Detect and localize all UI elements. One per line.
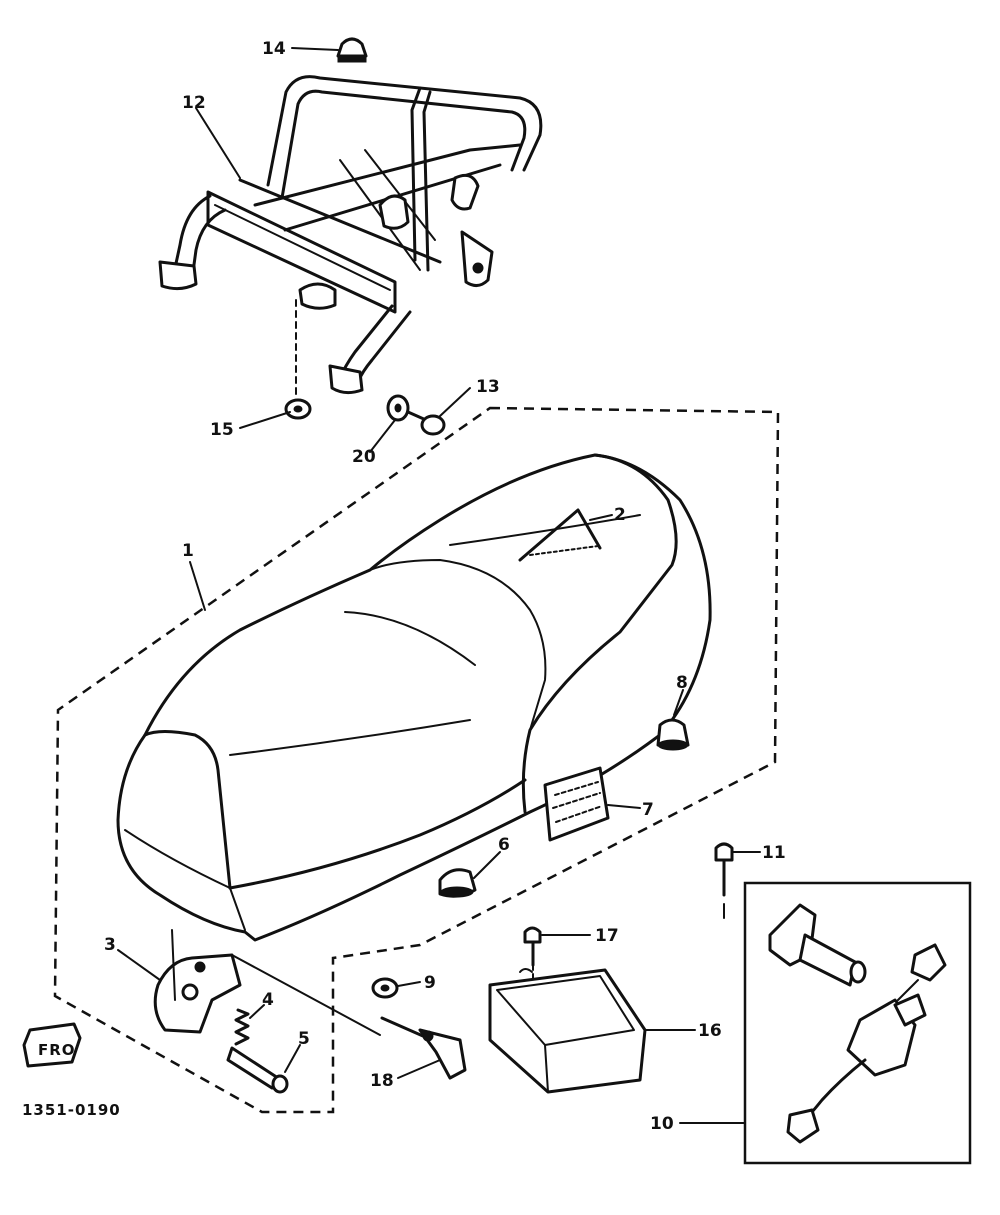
callout-9: 9 bbox=[424, 973, 436, 993]
callout-7: 7 bbox=[642, 800, 654, 820]
lock-assembly-box bbox=[743, 881, 972, 1165]
tool-box-16 bbox=[488, 968, 647, 1094]
callout-8: 8 bbox=[676, 673, 688, 693]
callout-4: 4 bbox=[262, 990, 274, 1010]
damper-6 bbox=[438, 868, 477, 898]
leader-lines bbox=[117, 47, 761, 1124]
callout-18: 18 bbox=[370, 1071, 394, 1091]
cap-nut-14 bbox=[336, 37, 368, 63]
seat-assembly-boundary bbox=[53, 406, 780, 1114]
spring-4 bbox=[234, 1008, 250, 1046]
nut-15 bbox=[284, 299, 312, 420]
catalog-code: 1351-0190 bbox=[22, 1101, 121, 1119]
callout-12: 12 bbox=[182, 93, 206, 113]
callout-3: 3 bbox=[104, 935, 116, 955]
lock-assembly bbox=[768, 903, 947, 1144]
seat-lock-hook bbox=[153, 929, 381, 1036]
callout-13: 13 bbox=[476, 377, 500, 397]
callout-5: 5 bbox=[298, 1029, 310, 1049]
bolt-13-washer-20 bbox=[386, 394, 446, 436]
callout-15: 15 bbox=[210, 420, 234, 440]
pin-5 bbox=[226, 1046, 289, 1094]
front-direction-badge: FRO bbox=[22, 1022, 82, 1068]
callout-17: 17 bbox=[595, 926, 619, 946]
callout-11: 11 bbox=[762, 843, 786, 863]
callout-16: 16 bbox=[698, 1021, 722, 1041]
damper-8 bbox=[656, 718, 690, 751]
bolt-11 bbox=[714, 842, 734, 919]
hook-18 bbox=[380, 1016, 467, 1080]
callout-1: 1 bbox=[182, 541, 194, 561]
callout-20: 20 bbox=[352, 447, 376, 467]
callout-14: 14 bbox=[262, 39, 286, 59]
grab-rail bbox=[158, 75, 543, 395]
seat bbox=[116, 453, 712, 942]
callout-10: 10 bbox=[650, 1114, 674, 1134]
front-mark-text: FRO bbox=[38, 1041, 76, 1059]
callout-labels: 14 12 15 20 13 1 2 8 7 6 11 3 4 5 9 18 1… bbox=[104, 39, 786, 1134]
nut-9 bbox=[371, 977, 399, 999]
callout-6: 6 bbox=[498, 835, 510, 855]
callout-2: 2 bbox=[614, 505, 626, 525]
